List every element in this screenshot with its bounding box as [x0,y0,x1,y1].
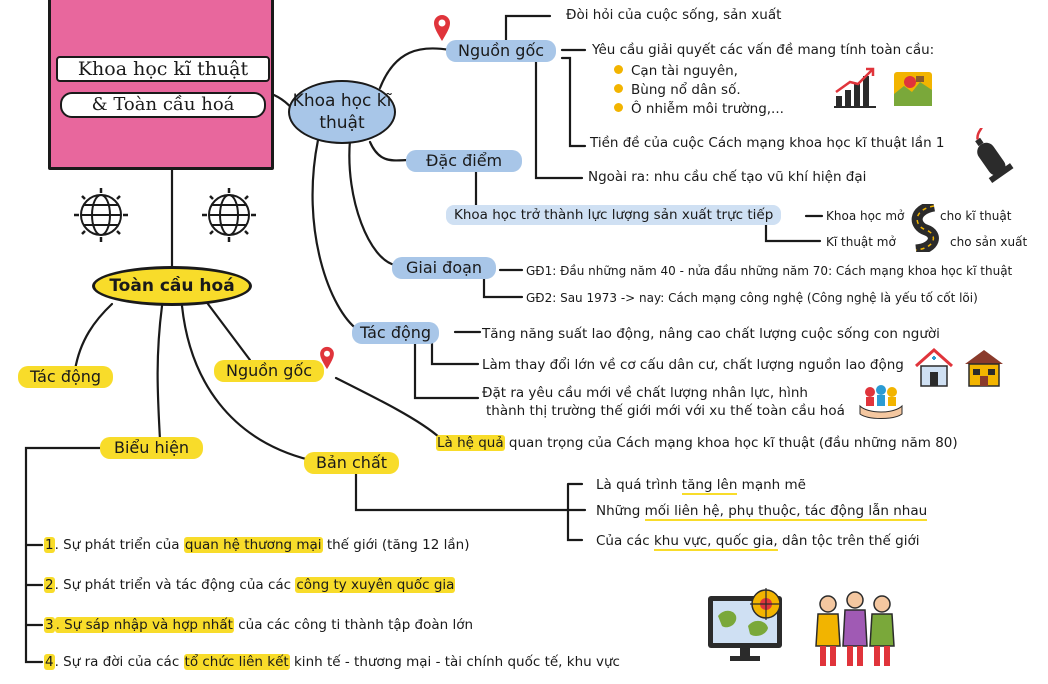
khkt-tac-dong-item3a: Đặt ra yêu cầu mới về chất lượng nhân lự… [482,385,808,401]
globe-icon [202,188,256,242]
bieu-hien-item: 3. Sự sáp nhập và hợp nhất của các công … [44,617,474,633]
khkt-giai-doan-label: Giai đoạn [392,257,497,279]
location-pin-icon [434,15,450,41]
khkt-dac-diem-sub2a: Kĩ thuật mở [826,235,896,249]
khkt-dac-diem-sub2b: cho sản xuất [950,235,1028,249]
tch-ban-chat-label: Bản chất [304,452,400,474]
globe-icon [74,188,128,242]
khkt-dac-diem-main: Khoa học trở thành lực lượng sản xuất tr… [446,205,782,225]
people-hands-icon [859,385,903,419]
tch-nguon-goc-label: Nguồn gốc [214,360,325,382]
bullet-item: Ô nhiễm môi trường,... [614,100,784,118]
khkt-nguon-goc-item3: Tiền đề của cuộc Cách mạng khoa học kĩ t… [590,135,945,151]
bieu-hien-item: 4. Sự ra đời của các tổ chức liên kết ki… [44,654,620,670]
hub-khoa-hoc-ki-thuat: Khoa học kĩ thuật [288,80,396,144]
house-icon [915,347,953,387]
khkt-nguon-goc-label: Nguồn gốc [446,40,557,62]
khkt-dac-diem-label: Đặc điểm [406,150,523,172]
khkt-giai-doan-gd1: GĐ1: Đầu những năm 40 - nửa đầu những nă… [526,264,1013,278]
khkt-tac-dong-item3b: thành thị trường thế giới mới với xu thế… [486,403,845,419]
khkt-tac-dong-item2: Làm thay đổi lớn về cơ cấu dân cư, chất … [482,357,904,373]
bieu-hien-item: 1. Sự phát triển của quan hệ thương mại … [44,537,470,553]
world-map-screen-icon [708,588,782,661]
ban-chat-item: Những mối liên hệ, phụ thuộc, tác động l… [596,503,928,521]
tch-bieu-hien-label: Biểu hiện [100,437,204,459]
bullet-item: Bùng nổ dân số. [614,81,741,99]
khkt-nguon-goc-item1: Đòi hỏi của cuộc sống, sản xuất [566,7,782,23]
hub-toan-cau-hoa: Toàn cầu hoá [92,266,252,306]
growth-chart-icon [834,67,876,108]
khkt-giai-doan-gd2: GĐ2: Sau 1973 -> nay: Cách mạng công ngh… [526,291,978,305]
khkt-dac-diem-sub1b: cho kĩ thuật [940,209,1012,223]
khkt-tac-dong-label: Tác động [352,322,440,344]
title-line1: Khoa học kĩ thuật [56,56,270,82]
bieu-hien-item: 2. Sự phát triển và tác động của các côn… [44,577,456,593]
khkt-nguon-goc-item2: Yêu cầu giải quyết các vấn đề mang tính … [592,42,935,58]
house-icon [965,350,1003,387]
tch-tac-dong-label: Tác động [18,366,114,388]
ban-chat-item: Của các khu vực, quốc gia, dân tộc trên … [596,533,920,551]
title-line2: & Toàn cầu hoá [60,92,266,118]
location-pin-icon [320,346,334,370]
ban-chat-item: Là quá trình tăng lên mạnh mẽ [596,477,806,495]
bomb-icon [975,128,1014,183]
title-card [48,0,274,170]
tch-nguon-goc-text: Là hệ quả quan trọng của Cách mạng khoa … [436,435,958,451]
khkt-dac-diem-sub1a: Khoa học mở [826,209,905,223]
khkt-tac-dong-item1: Tăng năng suất lao động, nâng cao chất l… [482,326,940,342]
pollution-icon [894,72,932,106]
khkt-nguon-goc-item4: Ngoài ra: nhu cầu chế tạo vũ khí hiện đạ… [588,169,867,185]
road-icon [911,204,939,252]
bullet-item: Cạn tài nguyên, [614,62,738,80]
group-people-icon [815,591,895,666]
